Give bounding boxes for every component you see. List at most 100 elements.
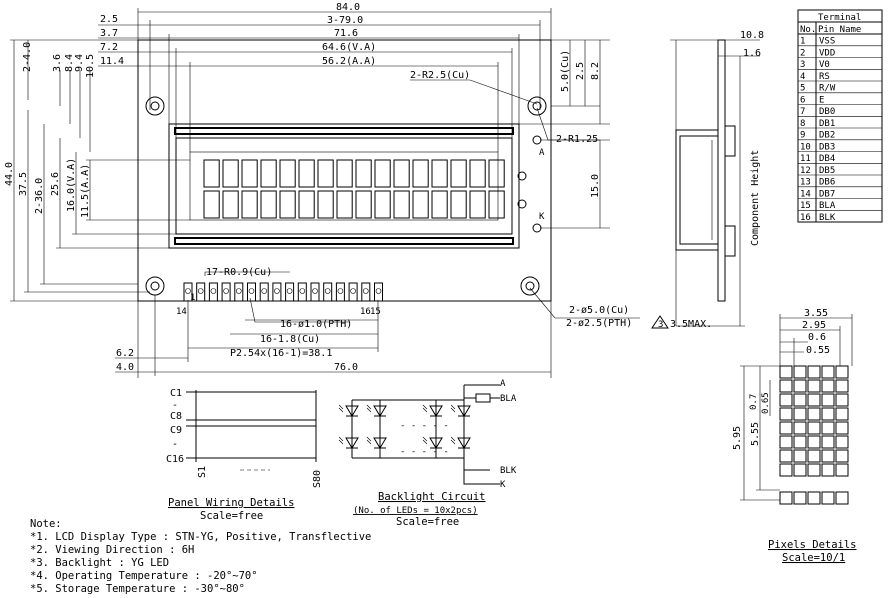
- terminal-pin-name: DB3: [819, 142, 835, 152]
- character-cell: [431, 190, 448, 219]
- terminal-pin-no: 8: [800, 119, 805, 129]
- led-diode-icon: [373, 405, 387, 417]
- backlight-scale: Scale=free: [396, 516, 459, 528]
- right-dimension-labels: 5.0(Cu) 2.5 8.2 15.0: [560, 50, 601, 198]
- connector-pad: [323, 282, 333, 302]
- terminal-pin-no: 15: [800, 201, 811, 211]
- max-marker: 3: [658, 320, 663, 330]
- led-emit-arrow: [338, 439, 344, 445]
- terminal-pin-name: VDD: [819, 48, 835, 58]
- dim-3-5max: 3.5MAX.: [670, 319, 712, 330]
- terminal-pin-name: DB1: [819, 119, 835, 129]
- led-emit-arrow: [366, 404, 372, 410]
- pad-hole: [312, 288, 318, 294]
- dim-6-2: 6.2: [116, 348, 134, 359]
- label-r1-25: 2-R1.25: [556, 134, 598, 145]
- character-cell: [412, 159, 429, 188]
- character-cell: [317, 190, 334, 219]
- led-diode-icon: [429, 405, 443, 417]
- backlight-circuit: A BLA BLK K - - - - - - - - - - Backligh…: [338, 379, 517, 528]
- note-5: *5. Storage Temperature : -30°~80°: [30, 583, 245, 595]
- connector-pad: [285, 282, 295, 302]
- dim-8-4: 8.4: [64, 54, 75, 72]
- top-dimension-labels: 84.0 2.5 3-79.0 3.7 71.6 7.2 64.6(V.A) 1…: [100, 2, 376, 67]
- wire-c1: C1: [170, 388, 182, 399]
- pad-hole: [286, 288, 293, 294]
- pad-hole: [299, 288, 306, 294]
- terminal-pin-name: R/W: [819, 84, 836, 94]
- terminal-pin-no: 2: [800, 48, 805, 58]
- pad-hole: [274, 288, 280, 294]
- dim-2-5-r: 2.5: [575, 62, 586, 80]
- component-height-label: Component Height: [750, 150, 761, 246]
- dim-25-6: 25.6: [50, 172, 61, 196]
- pixel-dot: [793, 365, 807, 379]
- connector-pad: [234, 282, 244, 302]
- px-0-6: 0.6: [808, 332, 826, 343]
- terminal-pin-name: RS: [819, 72, 830, 82]
- led-emit-arrow: [422, 436, 428, 442]
- dim-pth: 16-ø1.0(PTH): [280, 319, 352, 330]
- wire-dash-b: -: [172, 439, 178, 450]
- pixel-dot: [835, 421, 849, 435]
- character-cell: [279, 190, 296, 219]
- character-cell: [279, 159, 296, 188]
- character-cell: [203, 190, 220, 219]
- mounting-holes: [145, 96, 547, 296]
- dim-11-4: 11.4: [100, 56, 124, 67]
- pixel-dot: [821, 435, 835, 449]
- pixel-dot: [807, 365, 821, 379]
- wire-s80: S80: [312, 470, 323, 488]
- pin-1-label: 1: [190, 293, 195, 303]
- character-cell: [222, 190, 239, 219]
- terminal-title: Terminal: [818, 13, 861, 23]
- character-cell: [469, 190, 486, 219]
- led-emit-arrow: [422, 439, 428, 445]
- dim-3-6: 3.6: [52, 54, 63, 72]
- terminal-pin-name: VSS: [819, 37, 835, 47]
- px-3-55: 3.55: [804, 308, 828, 319]
- bl-a: A: [500, 379, 506, 389]
- label-phi2-5: 2-ø2.5(PTH): [566, 318, 632, 329]
- terminal-pin-name: DB2: [819, 131, 835, 141]
- character-cell: [222, 159, 239, 188]
- pixel-dot: [835, 407, 849, 421]
- wiring-scale: Scale=free: [200, 510, 263, 522]
- dim-16-va: 16.0(V.A): [66, 158, 77, 212]
- connector-pad: [310, 282, 320, 302]
- notes: Note: *1. LCD Display Type : STN-YG, Pos…: [30, 518, 371, 595]
- dim-1-6: 1.6: [743, 48, 761, 59]
- dim-7-2: 7.2: [100, 42, 118, 53]
- pixel-dot: [779, 463, 793, 477]
- dim-9-4: 9.4: [74, 54, 85, 72]
- pixel-dot: [835, 365, 849, 379]
- connector-pad: [297, 282, 307, 302]
- terminal-pin-no: 4: [800, 72, 805, 82]
- pad-hole: [223, 288, 229, 294]
- pixel-dot: [821, 365, 835, 379]
- terminal-pin-name: BLK: [819, 213, 836, 223]
- character-cell: [469, 159, 486, 188]
- pad-hole: [350, 288, 356, 294]
- led-emit-arrow: [450, 404, 456, 410]
- pixel-dot: [807, 435, 821, 449]
- terminal-pin-no: 3: [800, 60, 805, 70]
- pixel-dot: [807, 421, 821, 435]
- dim-76: 76.0: [334, 362, 358, 373]
- connector-pad: [374, 282, 383, 302]
- pixel-details: 3.55 2.95 0.6 0.55 5.95 5.55 0.7 0.65 Pi…: [732, 308, 857, 564]
- backlight-title: Backlight Circuit: [378, 491, 485, 503]
- character-cell: [241, 190, 258, 219]
- bl-dots-top: - - - - -: [400, 421, 449, 431]
- pixel-dot: [807, 393, 821, 407]
- led-diode-icon: [373, 437, 387, 449]
- character-cell: [393, 190, 410, 219]
- character-cell: [488, 159, 505, 188]
- px-2-95: 2.95: [802, 320, 826, 331]
- terminal-pin-no: 16: [800, 213, 811, 223]
- pixel-dot: [779, 393, 793, 407]
- led-emit-arrow: [422, 407, 428, 413]
- pixel-dot: [821, 421, 835, 435]
- terminal-pin-no: 6: [800, 95, 805, 105]
